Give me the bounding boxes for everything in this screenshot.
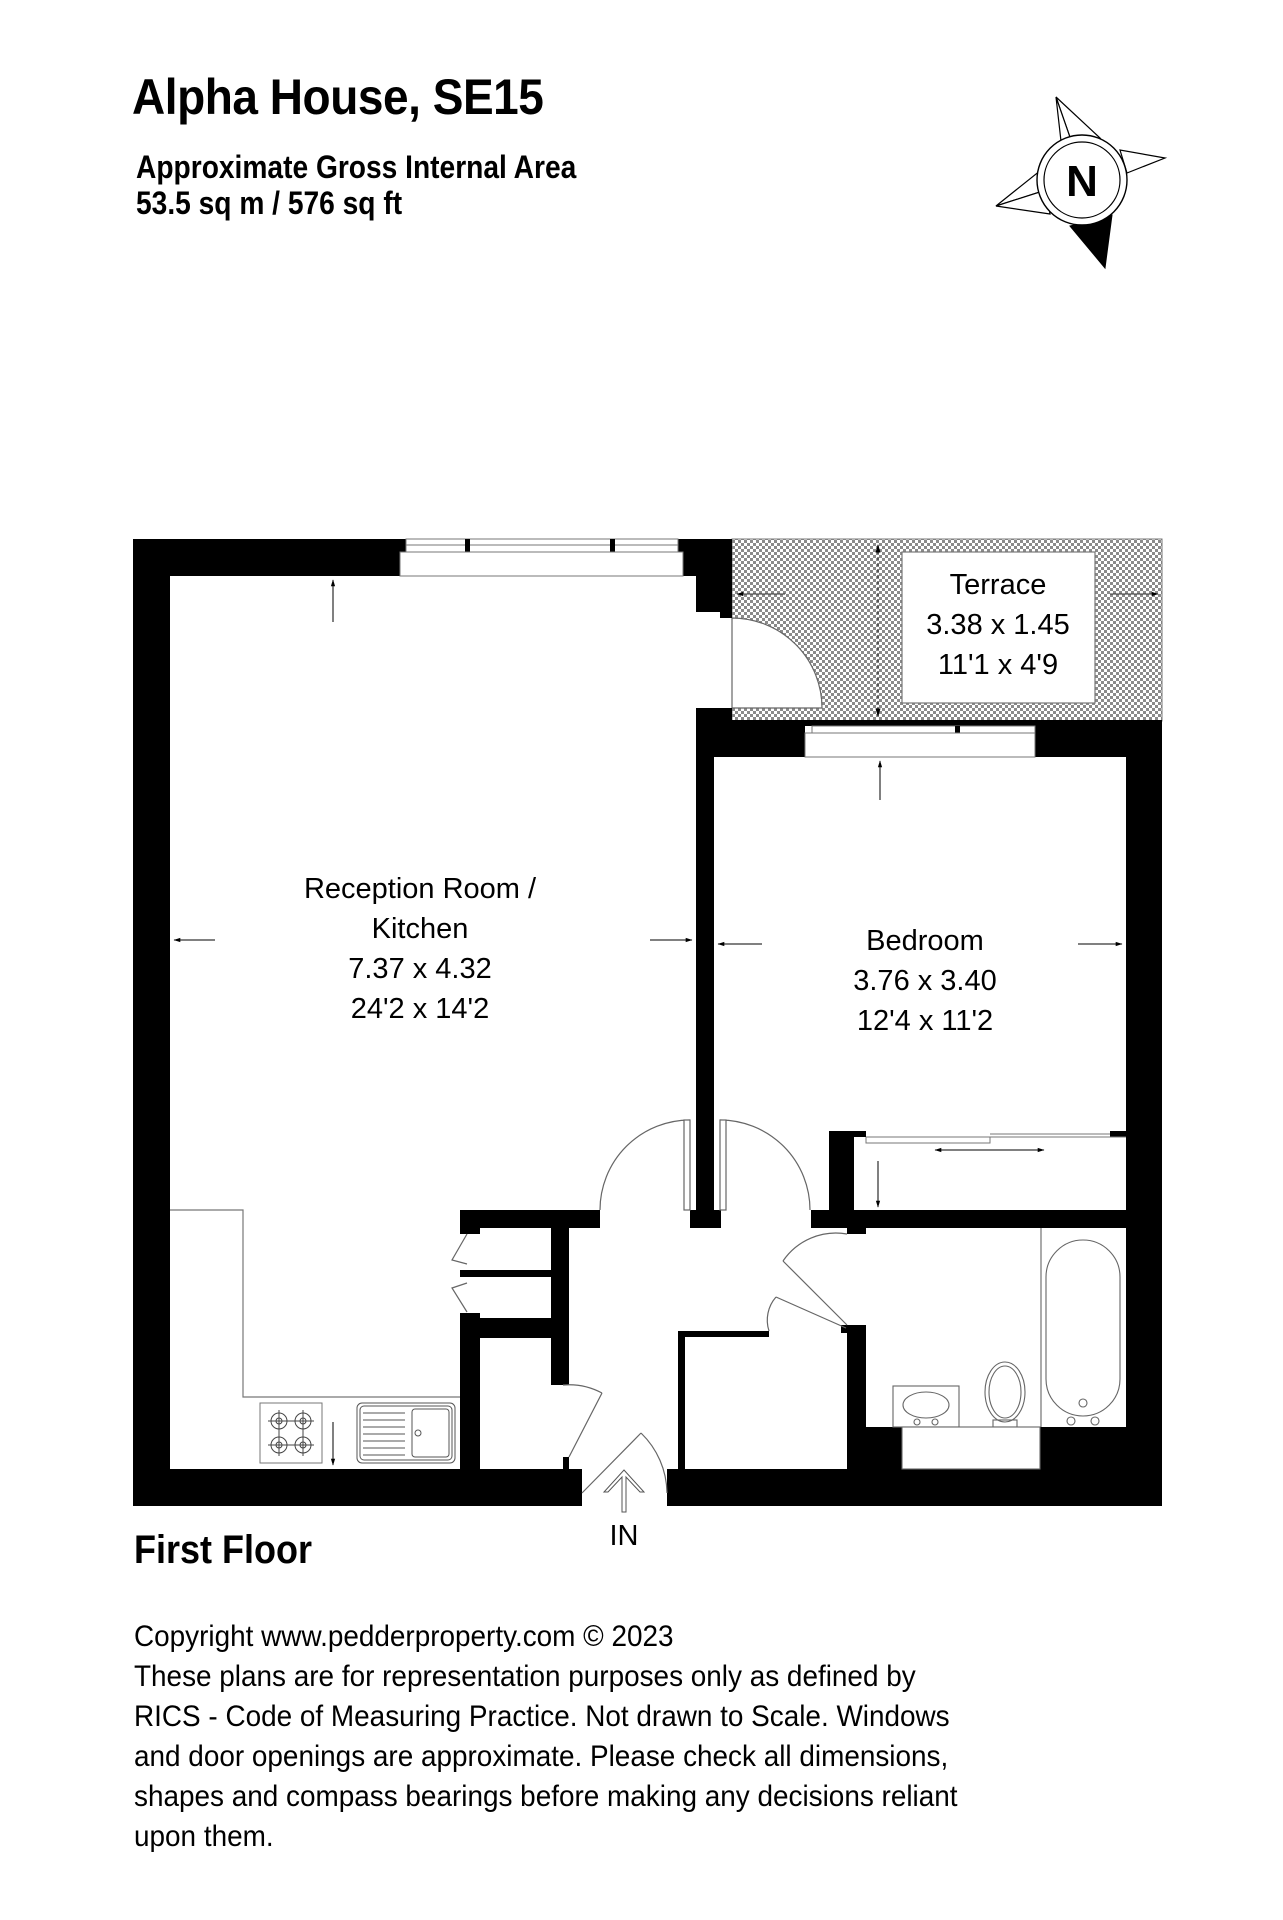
- terrace-door-swing: [731, 617, 823, 709]
- area-label: Approximate Gross Internal Area: [136, 149, 577, 185]
- svg-text:24'2 x 14'2: 24'2 x 14'2: [351, 993, 489, 1025]
- kitchen-counter: [170, 1209, 460, 1466]
- disclaimer-line: These plans are for representation purpo…: [134, 1660, 916, 1693]
- compass-north-label: N: [1066, 157, 1098, 206]
- area-value: 53.5 sq m / 576 sq ft: [136, 185, 403, 221]
- basin-icon: [892, 1385, 960, 1428]
- disclaimer-line: RICS - Code of Measuring Practice. Not d…: [134, 1700, 950, 1733]
- window-bedroom: [804, 725, 1036, 758]
- svg-text:11'1 x 4'9: 11'1 x 4'9: [938, 649, 1058, 681]
- svg-text:Terrace: Terrace: [950, 569, 1047, 601]
- sink-icon: [356, 1402, 456, 1464]
- entrance-label: IN: [610, 1520, 639, 1552]
- room-label-bedroom: Bedroom 3.76 x 3.40 12'4 x 11'2: [853, 925, 997, 1037]
- disclaimer-line: upon them.: [134, 1820, 274, 1853]
- bathroom-fixtures: [892, 1228, 1121, 1470]
- entrance-arrow-icon: [602, 1469, 646, 1513]
- svg-text:12'4 x 11'2: 12'4 x 11'2: [857, 1005, 993, 1037]
- hall-doors: [451, 1119, 848, 1494]
- disclaimer-line: Copyright www.pedderproperty.com © 2023: [134, 1620, 674, 1653]
- svg-text:7.37 x 4.32: 7.37 x 4.32: [348, 953, 492, 985]
- toilet-icon: [984, 1361, 1026, 1428]
- svg-text:Reception Room /: Reception Room /: [304, 873, 537, 905]
- walls: [133, 539, 1162, 1506]
- svg-text:3.76 x 3.40: 3.76 x 3.40: [853, 965, 997, 997]
- disclaimer: Copyright www.pedderproperty.com © 2023 …: [134, 1617, 958, 1857]
- svg-text:Kitchen: Kitchen: [372, 913, 469, 945]
- svg-text:3.38 x 1.45: 3.38 x 1.45: [926, 609, 1070, 641]
- hob-icon: [259, 1402, 323, 1464]
- room-label-reception: Reception Room / Kitchen 7.37 x 4.32 24'…: [304, 873, 537, 1025]
- terrace-label-box: [901, 551, 1096, 704]
- bathtub-icon: [1045, 1239, 1121, 1417]
- disclaimer-line: shapes and compass bearings before makin…: [134, 1780, 958, 1813]
- window-reception: [399, 538, 684, 577]
- floor-label: First Floor: [134, 1528, 313, 1572]
- page-title: Alpha House, SE15: [132, 69, 544, 125]
- compass-rose-icon: N: [995, 96, 1168, 270]
- disclaimer-line: and door openings are approximate. Pleas…: [134, 1740, 949, 1773]
- area-summary: Approximate Gross Internal Area 53.5 sq …: [136, 149, 576, 221]
- svg-text:Bedroom: Bedroom: [866, 925, 984, 957]
- wardrobe: [865, 1133, 1126, 1208]
- room-label-terrace: Terrace 3.38 x 1.45 11'1 x 4'9: [926, 569, 1070, 681]
